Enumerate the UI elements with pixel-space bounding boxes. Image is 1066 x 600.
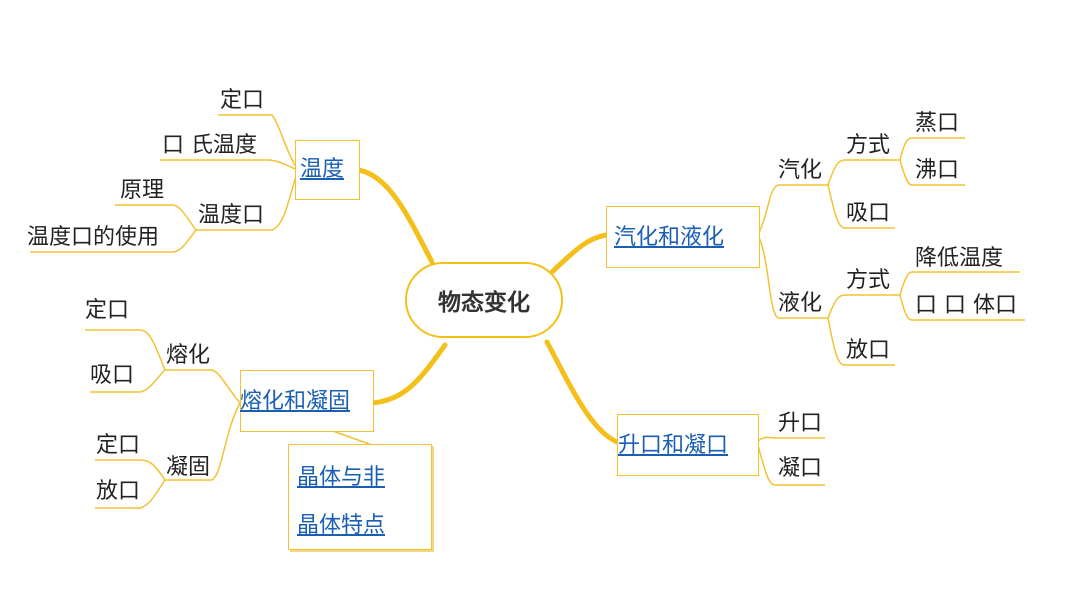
node-desublimate[interactable]: 凝口: [778, 456, 823, 481]
connectors-vaporization: [757, 137, 1025, 366]
central-topic[interactable]: 物态变化: [405, 262, 563, 338]
node-fixed-point[interactable]: 定口: [220, 88, 265, 113]
connector-vaporization: [549, 232, 609, 275]
connectors-sublimation: [756, 436, 825, 486]
branch-melting-link[interactable]: 熔化和凝固: [240, 389, 351, 414]
branch-vaporization-link[interactable]: 汽化和液化: [614, 225, 725, 250]
node-melt[interactable]: 熔化: [166, 343, 211, 368]
node-lower-temperature[interactable]: 降低温度: [915, 246, 1004, 271]
connector-temperature: [355, 167, 435, 265]
node-melt-absorb[interactable]: 吸口: [90, 363, 135, 388]
note-line-2[interactable]: 晶体特点: [297, 513, 386, 538]
branch-vaporization-box[interactable]: [606, 206, 760, 268]
node-melt-fixed[interactable]: 定口: [85, 298, 130, 323]
node-sublimate[interactable]: 升口: [778, 411, 823, 436]
branch-melting-box[interactable]: [240, 370, 374, 432]
note-line-1[interactable]: 晶体与非: [297, 465, 386, 490]
connector-melting: [369, 342, 448, 406]
node-thermometer[interactable]: 温度口: [198, 203, 265, 228]
node-compress-volume[interactable]: 口 口 体口: [915, 293, 1017, 318]
node-celsius[interactable]: 口 氏温度: [162, 133, 257, 158]
node-liquefy-methods[interactable]: 方式: [846, 268, 891, 293]
crystal-note-card[interactable]: 晶体与非 晶体特点: [288, 444, 432, 550]
node-liquefy[interactable]: 液化: [778, 291, 823, 316]
node-vaporize[interactable]: 汽化: [778, 158, 823, 183]
node-solidify-fixed[interactable]: 定口: [96, 433, 141, 458]
branch-temperature-link[interactable]: 温度: [300, 157, 345, 182]
node-thermometer-usage[interactable]: 温度口的使用: [27, 225, 160, 250]
node-boil[interactable]: 沸口: [915, 158, 960, 183]
connectors-melting: [85, 329, 373, 509]
connector-sublimation: [544, 339, 620, 445]
branch-sublimation-box[interactable]: [617, 414, 759, 476]
central-topic-label: 物态变化: [438, 290, 530, 316]
node-liquefy-release[interactable]: 放口: [846, 338, 891, 363]
node-vaporize-methods[interactable]: 方式: [846, 133, 891, 158]
node-solidify[interactable]: 凝固: [166, 455, 211, 480]
branch-sublimation-link[interactable]: 升口和凝口: [618, 433, 729, 458]
branch-temperature-box[interactable]: [295, 140, 360, 200]
connectors-temperature: [30, 114, 299, 253]
node-solidify-release[interactable]: 放口: [96, 479, 141, 504]
node-evaporate[interactable]: 蒸口: [915, 111, 960, 136]
node-principle[interactable]: 原理: [120, 178, 165, 203]
node-vaporize-absorb[interactable]: 吸口: [846, 201, 891, 226]
